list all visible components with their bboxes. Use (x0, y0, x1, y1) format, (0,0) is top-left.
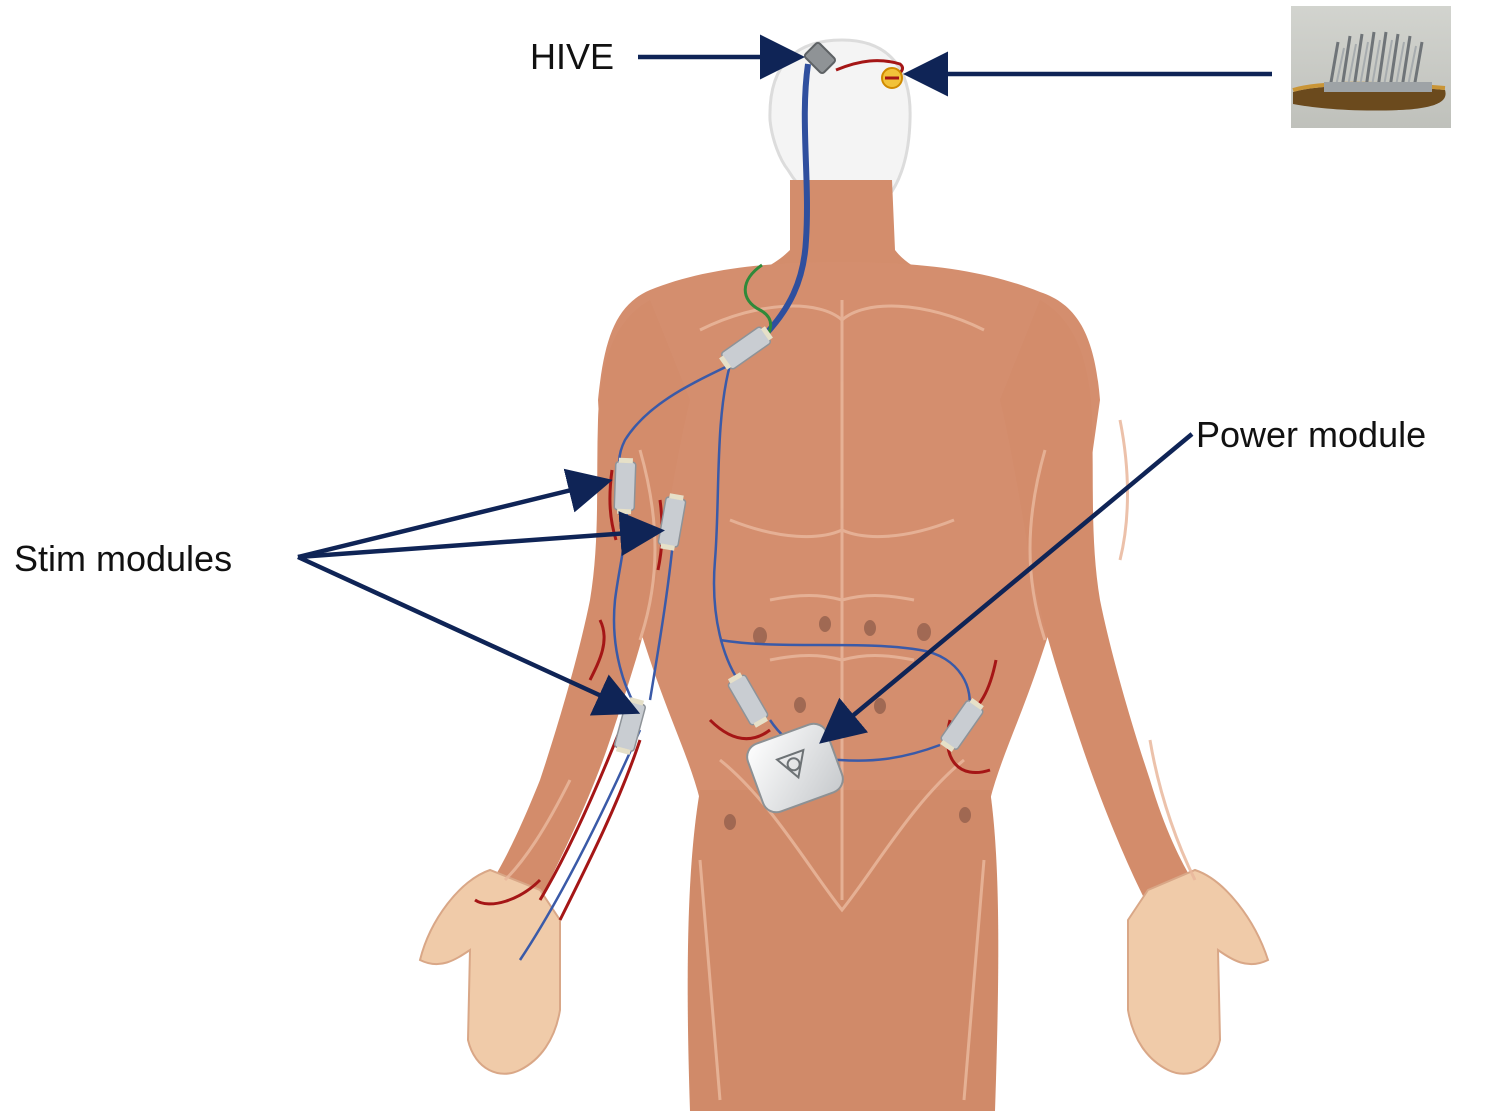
stim-modules-label: Stim modules (14, 538, 232, 580)
body-figure (420, 40, 1268, 1111)
right-hand (420, 870, 560, 1074)
stim-module-icon (614, 458, 636, 515)
stim-arrow-3 (298, 557, 632, 710)
microelectrode-array-photo (1291, 6, 1451, 128)
electrode-icon (882, 68, 902, 88)
power-module-label: Power module (1196, 414, 1426, 456)
hive-label: HIVE (530, 36, 614, 78)
left-hand (1128, 870, 1268, 1074)
